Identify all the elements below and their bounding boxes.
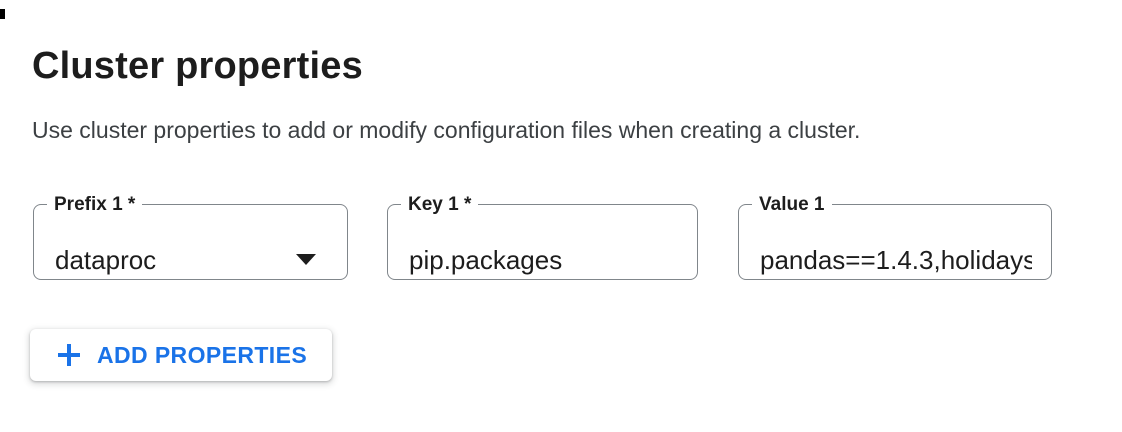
- key-field-label: Key 1 *: [408, 194, 472, 215]
- value-field-label: Value 1: [759, 194, 825, 215]
- add-properties-button[interactable]: ADD PROPERTIES: [30, 329, 333, 381]
- page-title: Cluster properties: [32, 45, 363, 88]
- plus-icon: [55, 341, 83, 369]
- screenshot-artifact: [0, 9, 5, 19]
- page-description: Use cluster properties to add or modify …: [32, 117, 861, 143]
- prefix-select-value[interactable]: dataproc: [55, 245, 157, 275]
- prefix-field-label: Prefix 1 *: [54, 194, 136, 215]
- key-input[interactable]: pip.packages: [409, 245, 563, 275]
- prefix-field[interactable]: Prefix 1 * dataproc: [33, 195, 348, 280]
- value-field[interactable]: Value 1 pandas==1.4.3,holidays: [738, 195, 1052, 280]
- key-field[interactable]: Key 1 * pip.packages: [387, 195, 698, 280]
- dropdown-arrow-icon[interactable]: [296, 254, 316, 265]
- value-input[interactable]: pandas==1.4.3,holidays: [760, 245, 1032, 275]
- add-properties-button-label: ADD PROPERTIES: [97, 341, 308, 368]
